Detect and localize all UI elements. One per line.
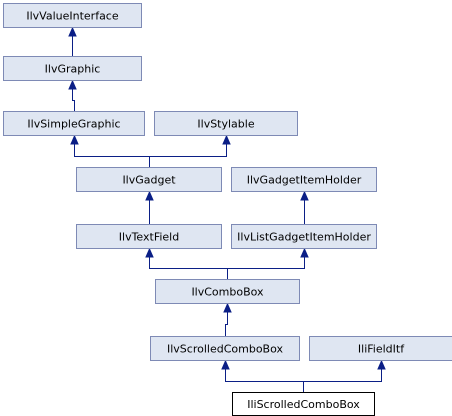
class-node-label: IlvTextField <box>119 231 179 244</box>
arrowhead-icon <box>145 247 154 258</box>
class-node-label: IlvValueInterface <box>26 10 118 23</box>
arrowhead-icon <box>222 134 231 145</box>
class-node-label: IlvGadget <box>122 174 176 187</box>
class-node-box <box>76 224 222 249</box>
class-nodes: IlvValueInterfaceIlvGraphicIlvSimpleGrap… <box>3 3 452 416</box>
arrowhead-icon <box>223 302 232 313</box>
class-node-label: IliScrolledComboBox <box>247 398 360 411</box>
class-node-ilv-scrolled-combo-box[interactable]: IlvScrolledComboBox <box>150 336 300 361</box>
class-node-box <box>76 167 222 192</box>
class-node-label: IlvStylable <box>197 118 254 131</box>
arrowhead-icon <box>145 190 154 201</box>
arrowhead-icon <box>300 247 309 258</box>
class-node-ili-field-itf[interactable]: IliFieldItf <box>309 336 452 361</box>
arrowhead-icon <box>221 359 230 370</box>
class-node-ili-scrolled-combo-box: IliScrolledComboBox <box>232 392 375 416</box>
class-node-label: IlvListGadgetItemHolder <box>237 231 371 244</box>
arrowhead-icon <box>70 134 79 145</box>
arrowhead-icon <box>377 359 386 370</box>
inheritance-edge-ili-scrolled-combo-box-to-ilv-scrolled-combo-box <box>225 369 304 392</box>
class-node-ilv-combo-box[interactable]: IlvComboBox <box>155 279 300 304</box>
inheritance-edge-ilv-gadget-to-ilv-simple-graphic <box>74 144 150 167</box>
class-node-box <box>155 279 300 304</box>
class-node-ilv-stylable[interactable]: IlvStylable <box>154 111 298 136</box>
class-node-ilv-text-field[interactable]: IlvTextField <box>76 224 222 249</box>
class-node-box <box>231 167 377 192</box>
inheritance-edges <box>68 26 386 392</box>
class-node-box <box>154 111 298 136</box>
class-node-ilv-graphic[interactable]: IlvGraphic <box>3 56 142 81</box>
class-node-box <box>309 336 452 361</box>
class-node-label: IliFieldItf <box>358 343 405 356</box>
class-node-ilv-list-gadget-item-holder[interactable]: IlvListGadgetItemHolder <box>231 224 377 249</box>
class-node-label: IlvComboBox <box>191 286 264 299</box>
arrowhead-icon <box>300 190 309 201</box>
class-node-ilv-gadget-item-holder[interactable]: IlvGadgetItemHolder <box>231 167 377 192</box>
arrowhead-icon <box>68 79 77 90</box>
class-node-ilv-simple-graphic[interactable]: IlvSimpleGraphic <box>3 111 145 136</box>
arrowhead-icon <box>68 26 77 37</box>
class-node-box <box>150 336 300 361</box>
class-node-ilv-value-interface[interactable]: IlvValueInterface <box>3 3 142 28</box>
class-node-label: IlvScrolledComboBox <box>167 343 283 356</box>
inheritance-edge-ilv-combo-box-to-ilv-list-gadget-item-holder <box>227 257 305 279</box>
class-node-ilv-gadget[interactable]: IlvGadget <box>76 167 222 192</box>
class-node-box <box>3 56 142 81</box>
class-node-box <box>231 224 377 249</box>
inheritance-edge-ilv-scrolled-combo-box-to-ilv-combo-box <box>225 312 228 336</box>
class-node-label: IlvGadgetItemHolder <box>247 174 362 187</box>
class-node-label: IlvGraphic <box>45 63 101 76</box>
inheritance-edge-ilv-combo-box-to-ilv-text-field <box>149 257 228 279</box>
inheritance-edge-ili-scrolled-combo-box-to-ili-field-itf <box>303 369 382 392</box>
class-node-label: IlvSimpleGraphic <box>27 118 120 131</box>
inheritance-edge-ilv-simple-graphic-to-ilv-graphic <box>72 89 75 111</box>
class-node-box <box>3 3 142 28</box>
class-node-box <box>3 111 145 136</box>
inheritance-edge-ilv-gadget-to-ilv-stylable <box>149 144 227 167</box>
